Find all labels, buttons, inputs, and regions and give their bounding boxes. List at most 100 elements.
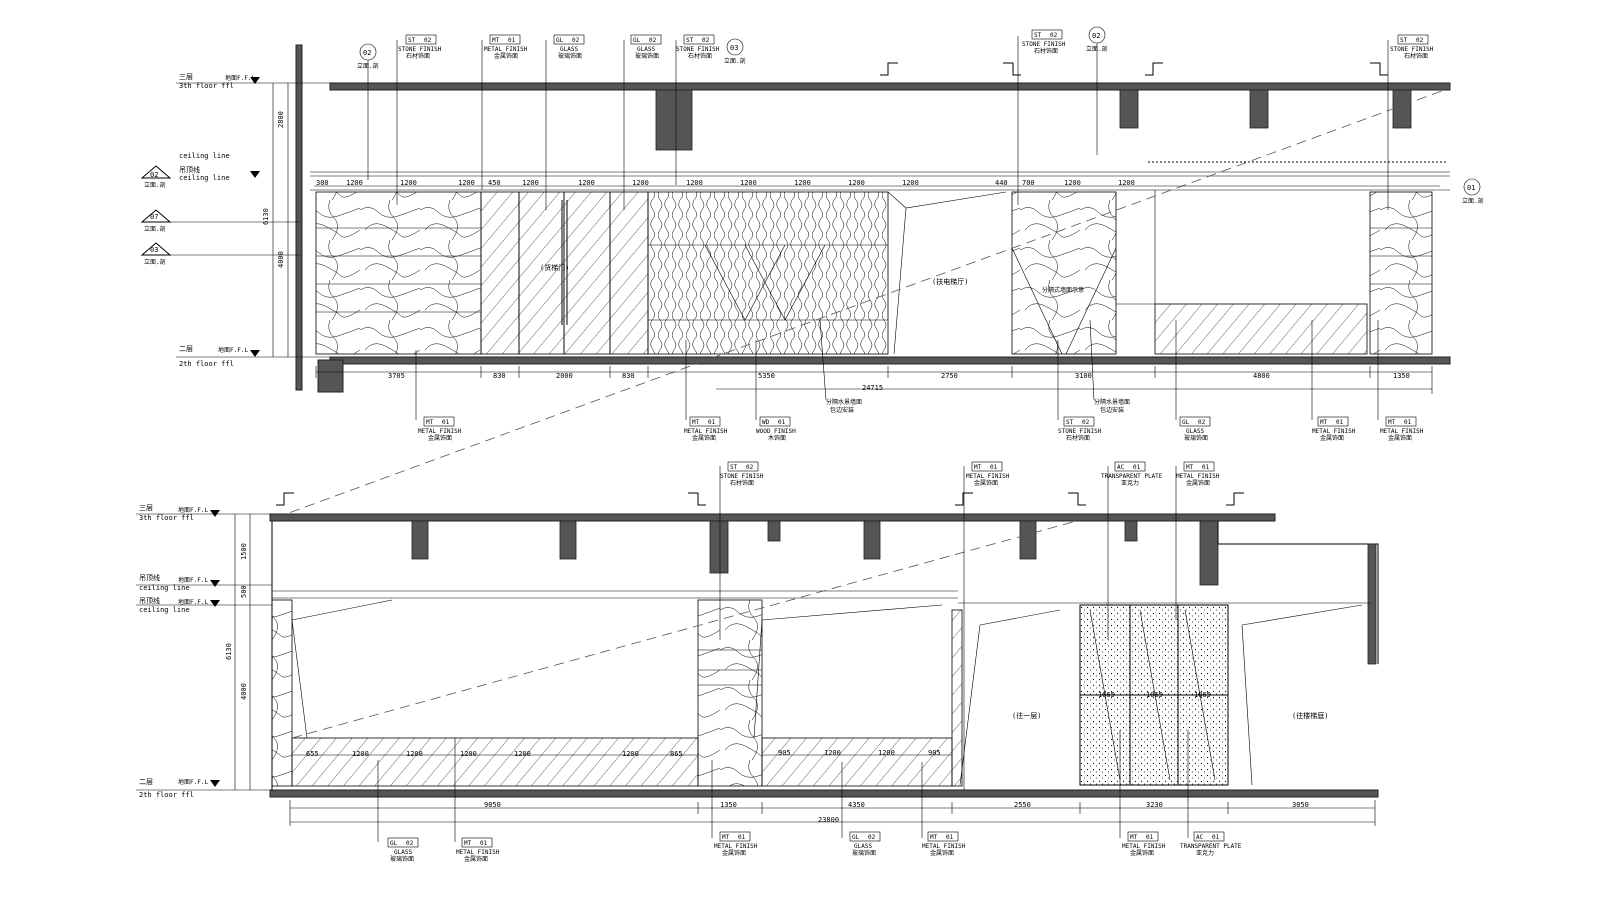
svg-text:STONE FINISH: STONE FINISH <box>1022 41 1066 48</box>
svg-text:ST: ST <box>1034 32 1042 39</box>
svg-text:TRANSPARENT PLATE: TRANSPARENT PLATE <box>1101 473 1163 480</box>
section-tag: 02 立面.剖 <box>357 43 379 180</box>
svg-text:分隔水景墙面: 分隔水景墙面 <box>826 398 862 406</box>
svg-text:440: 440 <box>995 179 1008 187</box>
callout: GL 02 GLASS 玻璃饰面 <box>623 34 662 210</box>
svg-text:地面F.F.L: 地面F.F.L <box>178 576 208 584</box>
svg-text:1200: 1200 <box>622 750 639 758</box>
svg-text:4350: 4350 <box>848 801 865 809</box>
svg-text:ST: ST <box>1400 37 1408 44</box>
svg-text:01: 01 <box>738 834 746 841</box>
svg-text:GLASS: GLASS <box>394 849 412 856</box>
svg-text:METAL FINISH: METAL FINISH <box>1176 473 1220 480</box>
svg-text:包边安装: 包边安装 <box>830 406 854 414</box>
svg-text:01: 01 <box>708 419 716 426</box>
elevation-1: 三层 3th floor ffl 地面F.F.L ceiling line 吊顶… <box>140 26 1484 519</box>
svg-text:6130: 6130 <box>262 208 270 225</box>
svg-text:02: 02 <box>1050 32 1058 39</box>
svg-text:立面.剖: 立面.剖 <box>144 258 166 266</box>
svg-text:1200: 1200 <box>346 179 363 187</box>
svg-text:02: 02 <box>868 834 876 841</box>
svg-text:ST: ST <box>408 37 416 44</box>
svg-text:地面F.F.L: 地面F.F.L <box>225 74 255 82</box>
svg-text:TRANSPARENT PLATE: TRANSPARENT PLATE <box>1180 843 1242 850</box>
svg-text:MT: MT <box>930 834 938 841</box>
svg-text:4000: 4000 <box>277 251 285 268</box>
svg-text:金属饰面: 金属饰面 <box>974 479 998 487</box>
svg-text:三层: 三层 <box>139 504 153 512</box>
svg-text:24715: 24715 <box>862 384 883 392</box>
svg-text:01: 01 <box>1212 834 1220 841</box>
svg-text:WD: WD <box>762 419 770 426</box>
stair-label: (往一层) <box>1012 711 1041 720</box>
svg-text:03: 03 <box>730 44 738 52</box>
svg-text:01: 01 <box>990 464 998 471</box>
svg-text:金属饰面: 金属饰面 <box>464 855 488 863</box>
svg-text:GLASS: GLASS <box>854 843 872 850</box>
callout: MT 01 METAL FINISH 金属饰面 <box>684 340 728 442</box>
glass-counter <box>1154 303 1368 355</box>
level-marks-2: 三层 3th floor ffl 地面F.F.L 吊顶线 ceiling lin… <box>136 504 272 799</box>
svg-text:METAL FINISH: METAL FINISH <box>456 849 500 856</box>
callout: MT 01 METAL FINISH 金属饰面 <box>1119 730 1166 857</box>
callout: AC 01 TRANSPARENT PLATE 亚克力 <box>1101 461 1163 640</box>
svg-text:三层: 三层 <box>179 73 193 81</box>
svg-text:二层: 二层 <box>179 345 193 353</box>
svg-text:吊顶线: 吊顶线 <box>139 573 160 582</box>
svg-text:01: 01 <box>1404 419 1412 426</box>
svg-text:02: 02 <box>1198 419 1206 426</box>
level-marks-1: 三层 3th floor ffl 地面F.F.L ceiling line 吊顶… <box>176 73 330 368</box>
svg-text:2550: 2550 <box>1014 801 1031 809</box>
wood-wall-panel <box>647 191 889 355</box>
svg-text:1200: 1200 <box>824 749 841 757</box>
svg-text:MT: MT <box>692 419 700 426</box>
svg-text:1200: 1200 <box>458 179 475 187</box>
svg-text:1200: 1200 <box>740 179 757 187</box>
svg-text:1350: 1350 <box>1393 372 1410 380</box>
wall-label: 分隔式墙面示意 <box>1042 286 1084 294</box>
svg-text:立面.剖: 立面.剖 <box>1462 197 1484 205</box>
svg-text:1200: 1200 <box>352 750 369 758</box>
svg-text:METAL FINISH: METAL FINISH <box>418 428 462 435</box>
svg-text:MT: MT <box>1388 419 1396 426</box>
svg-text:GL: GL <box>633 37 641 44</box>
svg-text:500: 500 <box>240 585 248 598</box>
section-tag: 02 立面.剖 <box>140 165 172 189</box>
svg-text:ceiling line: ceiling line <box>139 584 190 592</box>
svg-text:金属饰面: 金属饰面 <box>1320 434 1344 442</box>
svg-text:石材饰面: 石材饰面 <box>1404 52 1428 60</box>
svg-text:02: 02 <box>1092 32 1100 40</box>
svg-text:GLASS: GLASS <box>1186 428 1204 435</box>
svg-text:1200: 1200 <box>514 750 531 758</box>
svg-text:07: 07 <box>150 213 158 221</box>
bottom-dims-2: 9050 1350 4350 2550 3230 3050 23800 <box>289 800 1376 826</box>
svg-text:MT: MT <box>426 419 434 426</box>
svg-text:1350: 1350 <box>720 801 737 809</box>
slab-bottom-2 <box>269 789 1379 798</box>
slab-top-2 <box>269 513 1276 522</box>
stone-column <box>697 599 763 787</box>
svg-text:1200: 1200 <box>460 750 477 758</box>
svg-text:ST: ST <box>686 37 694 44</box>
svg-text:金属饰面: 金属饰面 <box>930 849 954 857</box>
break-symbol <box>880 62 898 76</box>
svg-text:1500: 1500 <box>240 543 248 560</box>
svg-text:9050: 9050 <box>484 801 501 809</box>
svg-text:23800: 23800 <box>818 816 839 824</box>
section-tag: 01 立面.剖 <box>1462 178 1484 205</box>
svg-text:GL: GL <box>1182 419 1190 426</box>
callout: MT 01 METAL FINISH 金属饰面 <box>415 350 462 442</box>
svg-text:STONE FINISH: STONE FINISH <box>1390 46 1434 53</box>
panel-dims: 300 1200 1200 1200 450 1200 1200 1200 12… <box>316 179 1135 187</box>
svg-text:2th floor ffl: 2th floor ffl <box>179 360 234 368</box>
callout: MT 01 METAL FINISH 金属饰面 <box>481 34 528 190</box>
svg-text:玻璃饰面: 玻璃饰面 <box>852 849 876 857</box>
svg-text:3050: 3050 <box>1292 801 1309 809</box>
svg-text:02: 02 <box>702 37 710 44</box>
svg-text:655: 655 <box>306 750 319 758</box>
svg-text:METAL FINISH: METAL FINISH <box>1312 428 1356 435</box>
svg-text:02: 02 <box>746 464 754 471</box>
svg-text:METAL FINISH: METAL FINISH <box>714 843 758 850</box>
elevation-2: 三层 3th floor ffl 地面F.F.L 吊顶线 ceiling lin… <box>136 461 1379 863</box>
